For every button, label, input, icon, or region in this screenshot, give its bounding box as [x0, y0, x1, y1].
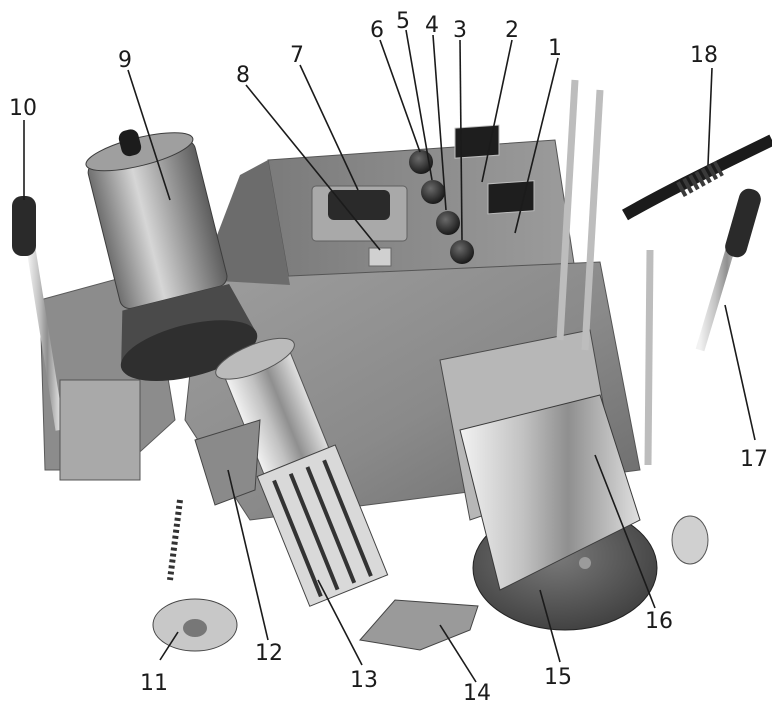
leader-18: [707, 67, 713, 166]
leader-9: [127, 69, 171, 201]
leader-8: [245, 84, 381, 251]
left-clamp-block: [59, 379, 141, 481]
roller-screw-b: [579, 557, 591, 569]
heater-tube: [215, 337, 389, 607]
leader-11: [159, 631, 179, 661]
callout-2: 2: [505, 18, 519, 43]
machine-illustration: [12, 79, 772, 652]
callout-5: 5: [396, 9, 410, 34]
leader-12: [227, 469, 269, 641]
callout-6: 6: [370, 18, 384, 43]
leader-17: [724, 304, 756, 441]
blower-assembly: [85, 129, 258, 382]
leader-3: [459, 39, 463, 241]
housing-edge: [200, 160, 290, 285]
callout-11: 11: [140, 671, 168, 696]
callout-16: 16: [645, 609, 673, 634]
right-foot: [671, 515, 709, 565]
leader-5: [405, 29, 433, 181]
guide-wheel-hub: [183, 619, 207, 637]
leader-4: [432, 34, 447, 211]
leader-6: [379, 39, 421, 153]
leader-14: [439, 624, 477, 683]
callout-17: 17: [740, 447, 768, 472]
callout-labels: 1 2 3 4 5 6 7 8 9 10 11 12 13 14 15 16 1…: [9, 9, 768, 702]
callout-14: 14: [463, 681, 491, 702]
callout-18: 18: [690, 43, 718, 68]
button-8: [368, 247, 392, 267]
cable-strain-relief: [676, 160, 724, 198]
callout-3: 3: [453, 18, 467, 43]
callout-1: 1: [548, 36, 562, 61]
leader-2: [481, 39, 513, 183]
guide-frame: [556, 79, 654, 466]
main-switch-rocker: [328, 190, 390, 220]
callout-8: 8: [236, 63, 250, 88]
knob-4: [436, 211, 460, 235]
callout-12: 12: [255, 641, 283, 666]
left-lever-rod: [23, 229, 65, 431]
right-lever-grip: [725, 188, 761, 258]
callout-9: 9: [118, 48, 132, 73]
callout-7: 7: [290, 43, 304, 68]
spring: [167, 499, 183, 581]
drive-cylinder: [459, 394, 641, 591]
callout-4: 4: [425, 13, 439, 38]
leader-1: [514, 57, 559, 234]
leader-lines: [23, 29, 756, 683]
callout-15: 15: [544, 665, 572, 690]
leader-13: [317, 579, 363, 666]
callout-10: 10: [9, 96, 37, 121]
left-lever-grip: [12, 196, 36, 256]
welding-nozzle: [359, 599, 479, 651]
knob-6: [409, 150, 433, 174]
knob-5: [421, 180, 445, 204]
leader-16: [594, 454, 656, 609]
knob-3: [450, 240, 474, 264]
callout-13: 13: [350, 668, 378, 693]
leader-15: [539, 589, 561, 663]
left-guide-plate: [194, 419, 261, 506]
leader-7: [299, 64, 359, 191]
